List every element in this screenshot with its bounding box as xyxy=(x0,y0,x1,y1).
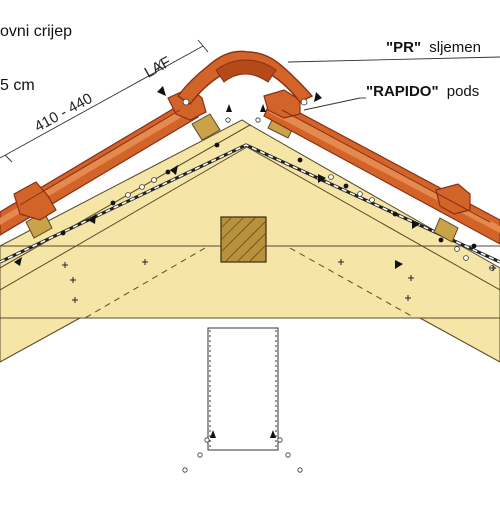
left-lower-rafter xyxy=(0,317,81,363)
rapido-code: "RAPIDO" xyxy=(366,83,439,100)
batten-range-label: 410 - 440 xyxy=(32,90,96,136)
rafter-centre-right xyxy=(246,146,500,291)
laf-label: LAF xyxy=(142,53,174,81)
batten-right-low xyxy=(433,217,459,243)
fastener-markers xyxy=(14,86,496,473)
hidden-line-left xyxy=(84,247,206,319)
rapido-text: pods xyxy=(447,83,480,100)
callout-leaders xyxy=(287,56,500,111)
ridge-beam xyxy=(220,216,267,263)
arrow-markers xyxy=(14,86,420,438)
right-lower-rafter xyxy=(419,317,500,363)
king-post xyxy=(207,327,279,451)
right-tile-course xyxy=(263,89,500,245)
ridge-tile-callout: "PR" sljemen xyxy=(386,39,481,56)
pr-code: "PR" xyxy=(386,39,421,56)
rapido-callout: "RAPIDO" pods xyxy=(366,83,479,100)
batten-left-top xyxy=(191,113,221,141)
ridge-tile xyxy=(176,50,314,106)
tile-dimension-label: 5 cm xyxy=(0,77,35,94)
hidden-line-right xyxy=(289,247,416,319)
nail-cross-markers xyxy=(62,259,496,303)
pr-text: sljemen xyxy=(429,39,481,56)
rafter-centre-left xyxy=(0,146,248,291)
tile-name-label: ovni crijep xyxy=(0,23,72,40)
